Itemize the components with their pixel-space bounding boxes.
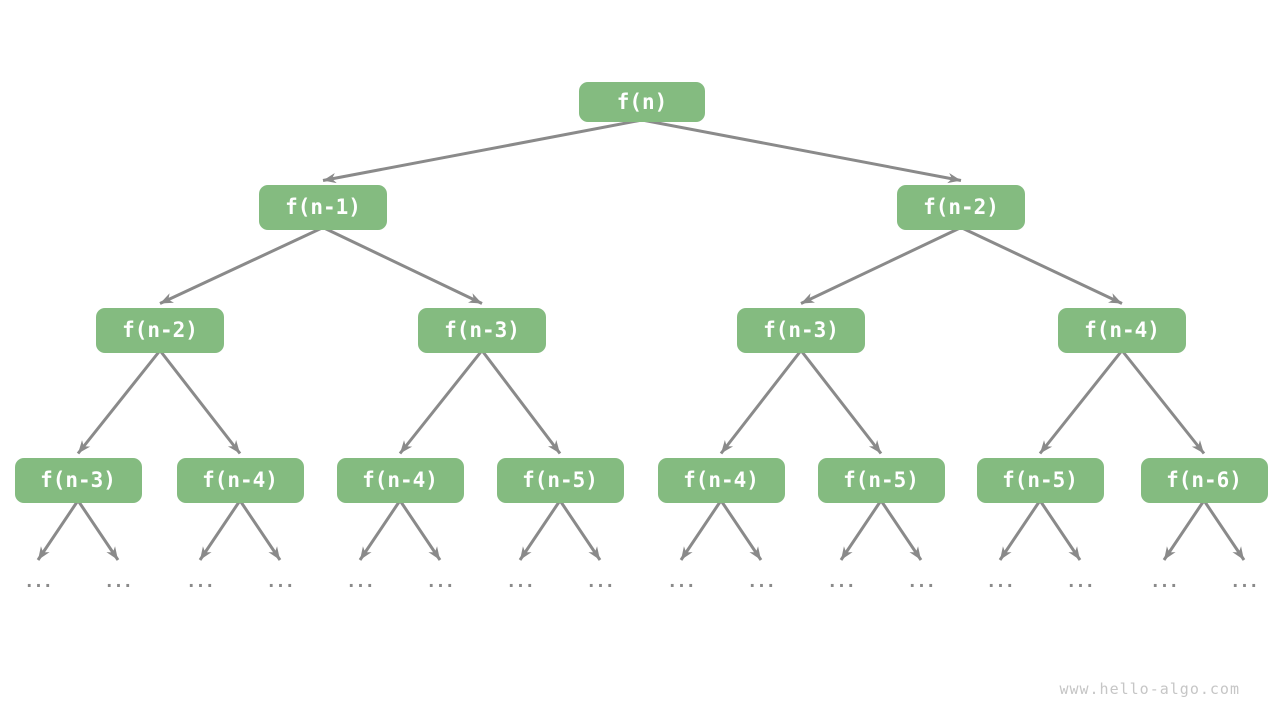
ellipsis-dots: ... xyxy=(747,572,776,592)
tree-edge-arrow xyxy=(719,499,763,561)
tree-edge-arrow xyxy=(1038,499,1082,561)
tree-edge-arrow xyxy=(158,349,242,455)
tree-edge-arrow xyxy=(238,499,282,561)
watermark-text: www.hello-algo.com xyxy=(1059,680,1240,698)
tree-edge-arrow xyxy=(641,118,962,184)
ellipsis-dots: ... xyxy=(667,572,696,592)
tree-edge-arrow xyxy=(998,499,1042,561)
tree-node: f(n-4) xyxy=(1058,307,1186,353)
tree-node: f(n-3) xyxy=(14,457,142,503)
tree-edge-arrow xyxy=(358,499,402,561)
tree-edge-arrow xyxy=(1120,349,1206,455)
tree-edge-arrow xyxy=(839,499,883,561)
tree-node: f(n-1) xyxy=(259,184,387,230)
tree-edge-arrow xyxy=(679,499,723,561)
tree-edge-arrow xyxy=(1038,349,1124,455)
ellipsis-dots: ... xyxy=(186,572,215,592)
tree-node: f(n-4) xyxy=(657,457,785,503)
tree-edge-arrow xyxy=(558,499,602,561)
tree-edge-arrow xyxy=(518,499,562,561)
tree-edge-arrow xyxy=(480,349,562,455)
tree-edge-arrow xyxy=(1162,499,1206,561)
ellipsis-dots: ... xyxy=(104,572,133,592)
tree-node: f(n) xyxy=(579,82,705,122)
tree-node: f(n-2) xyxy=(96,307,224,353)
tree-edge-arrow xyxy=(800,226,962,305)
tree-edge-arrow xyxy=(879,499,923,561)
tree-node: f(n-6) xyxy=(1140,457,1268,503)
ellipsis-dots: ... xyxy=(986,572,1015,592)
ellipsis-dots: ... xyxy=(1230,572,1259,592)
tree-node: f(n-5) xyxy=(496,457,624,503)
ellipsis-dots: ... xyxy=(1066,572,1095,592)
ellipsis-dots: ... xyxy=(907,572,936,592)
ellipsis-dots: ... xyxy=(426,572,455,592)
tree-edge-arrow xyxy=(1202,499,1246,561)
tree-edge-arrow xyxy=(322,226,483,305)
tree-edge-arrow xyxy=(398,499,442,561)
tree-node: f(n-4) xyxy=(336,457,464,503)
tree-edge-arrow xyxy=(960,226,1123,305)
ellipsis-dots: ... xyxy=(827,572,856,592)
tree-node: f(n-2) xyxy=(897,184,1025,230)
tree-edge-arrow xyxy=(719,349,803,455)
tree-node: f(n-3) xyxy=(418,307,546,353)
tree-edge-arrow xyxy=(799,349,883,455)
ellipsis-dots: ... xyxy=(346,572,375,592)
tree-edge-arrow xyxy=(322,118,643,184)
ellipsis-dots: ... xyxy=(586,572,615,592)
ellipsis-dots: ... xyxy=(1150,572,1179,592)
tree-node: f(n-4) xyxy=(176,457,304,503)
tree-edge-arrow xyxy=(76,499,120,561)
tree-edge-arrow xyxy=(159,226,324,305)
tree-edge-arrow xyxy=(36,499,80,561)
tree-node: f(n-5) xyxy=(976,457,1104,503)
tree-node: f(n-5) xyxy=(817,457,945,503)
tree-edge-arrow xyxy=(76,349,162,455)
tree-edge-arrow xyxy=(198,499,242,561)
tree-edge-arrow xyxy=(398,349,484,455)
tree-node: f(n-3) xyxy=(737,307,865,353)
ellipsis-dots: ... xyxy=(266,572,295,592)
ellipsis-dots: ... xyxy=(24,572,53,592)
ellipsis-dots: ... xyxy=(506,572,535,592)
